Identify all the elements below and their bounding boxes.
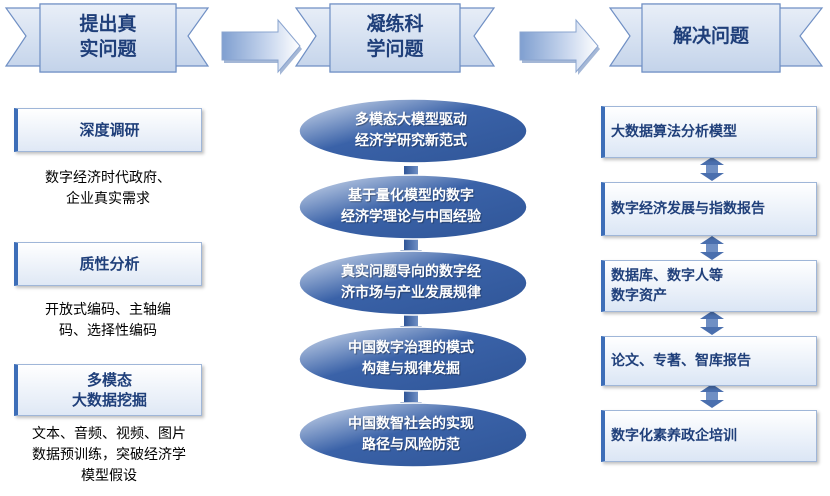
left-box-survey: 深度调研 — [14, 108, 202, 152]
right-box-training: 数字化素养政企培训 — [601, 410, 817, 462]
header-condense: 凝练科 学问题 — [366, 13, 424, 60]
oval-text-4: 中国数字治理的模式 构建与规律发掘 — [348, 340, 474, 377]
oval-text-1: 多模态大模型驱动 经济学研究新范式 — [355, 112, 467, 149]
oval-text-5: 中国数智社会的实现 路径与风险防范 — [348, 416, 474, 453]
left-box-multimodal: 多模态 大数据挖掘 — [14, 364, 202, 416]
right-connectors — [700, 157, 724, 408]
oval-text-2: 基于量化模型的数字 经济学理论与中国经验 — [341, 188, 481, 225]
oval-text-3: 真实问题导向的数字经 济市场与产业发展规律 — [341, 264, 481, 301]
arrow-right-icon — [519, 18, 600, 75]
header-solve: 解决问题 — [672, 25, 749, 47]
arrow-right-icon — [221, 18, 302, 75]
right-box-algorithm: 大数据算法分析模型 — [601, 106, 817, 158]
header-banner-solve — [608, 3, 824, 73]
right-box-digital-assets: 数据库、数字人等 数字资产 — [601, 260, 817, 312]
center-ovals — [298, 98, 528, 468]
header-banner-condense — [294, 3, 496, 73]
left-text-multimodal: 文本、音频、视频、图片 数据预训练，突破经济学 模型假设 — [32, 426, 186, 484]
right-box-papers: 论文、专著、智库报告 — [601, 336, 817, 386]
header-raise: 提出真 实问题 — [79, 13, 137, 60]
right-box-index-report: 数字经济发展与指数报告 — [601, 182, 817, 236]
header-banner-raise — [4, 3, 210, 73]
left-box-qualitative: 质性分析 — [14, 242, 202, 286]
left-text-survey: 数字经济时代政府、 企业真实需求 — [45, 170, 171, 207]
left-text-qualitative: 开放式编码、主轴编 码、选择性编码 — [45, 302, 171, 339]
